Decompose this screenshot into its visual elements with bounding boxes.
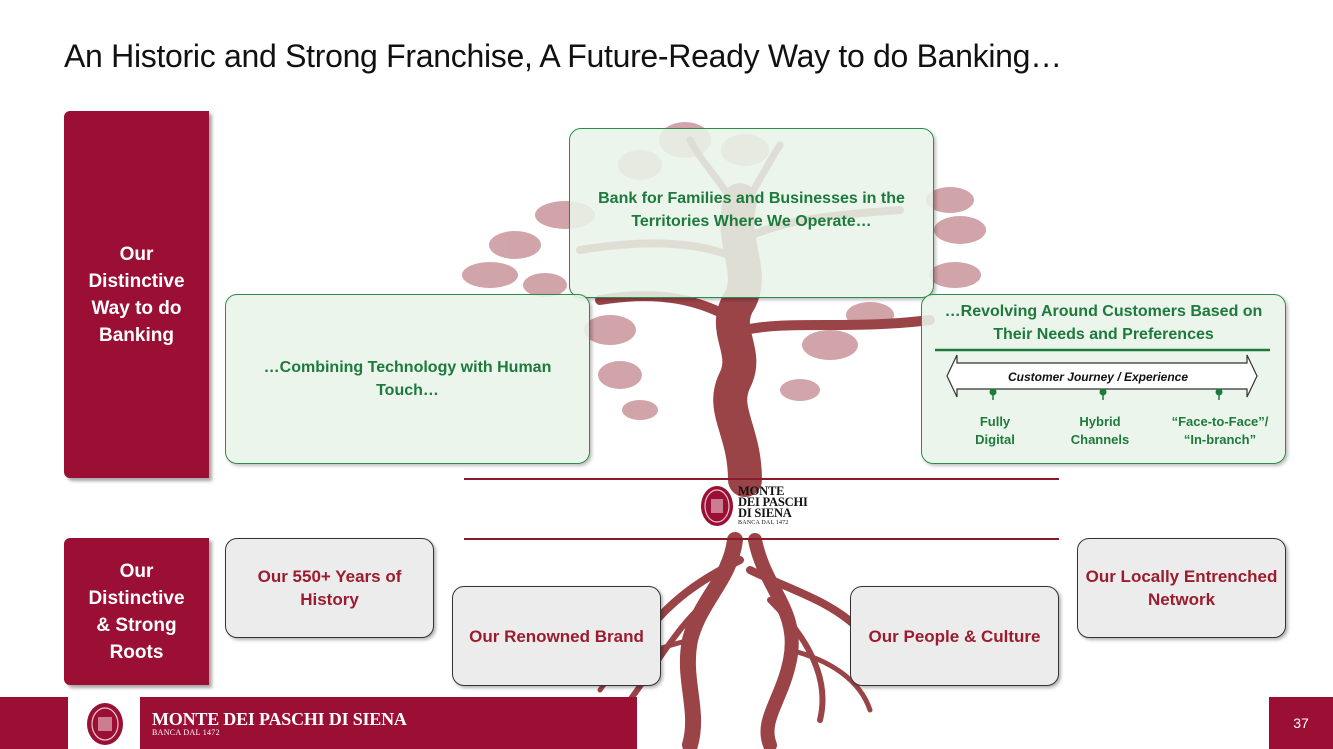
network-text: Our Locally Entrenched Network (1085, 567, 1278, 609)
journey-item-hybrid: Hybrid Channels (1070, 414, 1130, 447)
families-businesses-box: Bank for Families and Businesses in the … (569, 128, 934, 298)
network-box: Our Locally Entrenched Network (1077, 538, 1286, 638)
slide-title: An Historic and Strong Franchise, A Futu… (64, 38, 1062, 74)
people-box: Our People & Culture (850, 586, 1059, 686)
technology-human-box: …Combining Technology with Human Touch… (225, 294, 590, 464)
journey-item-digital: Fully Digital (975, 414, 1015, 447)
center-logo: MONTE DEI PASCHI DI SIENA BANCA DAL 1472 (700, 483, 808, 527)
footer-bank-sub: BANCA DAL 1472 (152, 728, 220, 737)
footer-seal-icon (87, 703, 123, 745)
journey-label: Customer Journey / Experience (1007, 370, 1189, 384)
lower-divider (464, 538, 1059, 540)
logo-line-2: DEI PASCHI (738, 494, 808, 509)
tree-roots (597, 532, 873, 749)
customers-needs-text: …Revolving Around Customers Based on The… (944, 303, 1263, 343)
side-label-roots: Our Distinctive & Strong Roots (64, 538, 209, 685)
logo-line-3: DI SIENA (738, 505, 792, 520)
people-text: Our People & Culture (868, 626, 1041, 646)
upper-divider (464, 478, 1059, 480)
logo-line-1: MONTE (738, 483, 785, 498)
families-businesses-text: Bank for Families and Businesses in the … (598, 190, 905, 230)
side-label-way-to-bank: Our Distinctive Way to do Banking (64, 111, 209, 478)
technology-human-text: …Combining Technology with Human Touch… (263, 359, 552, 399)
bank-seal-icon (701, 486, 733, 526)
brand-text: Our Renowned Brand (469, 626, 644, 646)
side-label-top-text: Our Distinctive Way to do Banking (88, 243, 185, 346)
page-number: 37 (1269, 697, 1333, 749)
side-label-bottom-text: Our Distinctive & Strong Roots (88, 560, 185, 663)
journey-arrow (935, 348, 1270, 400)
logo-line-4: BANCA DAL 1472 (738, 519, 789, 526)
history-box: Our 550+ Years of History (225, 538, 434, 638)
footer-bank-name: MONTE DEI PASCHI DI SIENA (152, 709, 407, 729)
history-text: Our 550+ Years of History (257, 567, 402, 609)
brand-box: Our Renowned Brand (452, 586, 661, 686)
journey-item-branch: “Face-to-Face”/ “In-branch” (1171, 414, 1269, 447)
